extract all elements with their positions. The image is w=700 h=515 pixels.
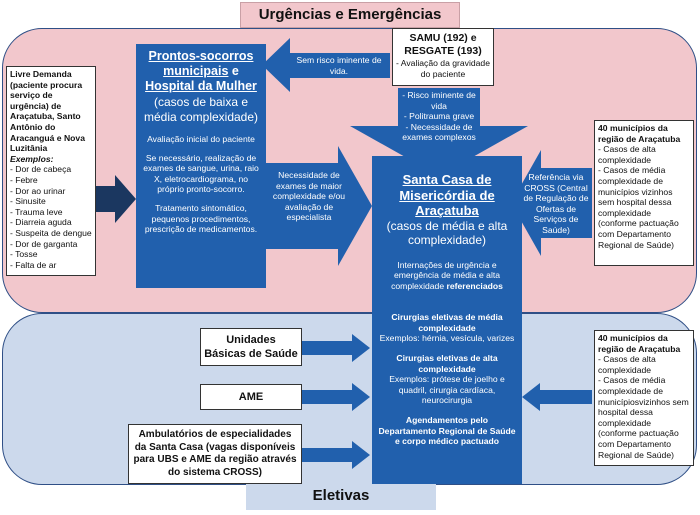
ubs-box: Unidades Básicas de Saúde xyxy=(200,328,302,366)
agendamentos: Agendamentos pelo Departamento Regional … xyxy=(378,415,516,447)
ame-box: AME xyxy=(200,384,302,410)
list-item: Casos de média complexidade de município… xyxy=(598,375,690,460)
samu-box: SAMU (192) e RESGATE (193) - Avaliação d… xyxy=(392,28,494,86)
list-item: Casos de média complexidade de município… xyxy=(598,165,690,250)
arrow-cross xyxy=(511,150,592,256)
pronto-socorros-p2: Se necessário, realização de exames de s… xyxy=(143,152,259,195)
livre-demanda-header: Livre Demanda (paciente procura serviço … xyxy=(10,69,85,154)
urgencias-title: Urgências e Emergências xyxy=(240,2,460,28)
arrow-sem-risco xyxy=(262,38,390,92)
pronto-socorros-title: Prontos-socorros municipais xyxy=(148,49,254,78)
arrow-risco xyxy=(350,88,528,176)
list-item: Falta de ar xyxy=(10,260,92,271)
label-necessidade: Necessidade de exames de maior complexid… xyxy=(272,170,346,223)
livre-demanda-list: Dor de cabeça Febre Dor ao urinar Sinusi… xyxy=(10,164,92,270)
cirurgias-media-title: Cirurgias eletivas de média complexidade xyxy=(391,312,503,333)
list-item: Dor de cabeça xyxy=(10,164,92,175)
arrow-ambulatorios xyxy=(302,441,370,469)
list-item: Dor ao urinar xyxy=(10,186,92,197)
title-connector: e xyxy=(228,64,239,78)
municipios-bottom-header: 40 municípios da região de Araçatuba xyxy=(598,333,681,354)
municipios-top-header: 40 municípios da região de Araçatuba xyxy=(598,123,681,144)
list-item: Casos de alta complexidade xyxy=(598,144,690,165)
municipios-bottom-box: 40 municípios da região de Araçatuba Cas… xyxy=(594,330,694,466)
label-sem-risco: Sem risco iminente de vida. xyxy=(296,55,382,76)
ambulatorios-box: Ambulatórios de especialidades da Santa … xyxy=(128,424,302,484)
municipios-top-list: Casos de alta complexidade Casos de médi… xyxy=(598,144,690,250)
label-risco: - Risco iminente de vida - Politrauma gr… xyxy=(402,90,476,143)
list-item: Trauma leve xyxy=(10,207,92,218)
municipios-top-box: 40 municípios da região de Araçatuba Cas… xyxy=(594,120,694,266)
arrow-municipios-bottom xyxy=(522,383,592,411)
eletivas-title: Eletivas xyxy=(246,482,436,510)
cirurgias-media-exemplos: Exemplos: hérnia, vesícula, varizes xyxy=(379,333,515,344)
pronto-socorros-p1: Avaliação inicial do paciente xyxy=(147,134,255,144)
arrow-necessidade xyxy=(266,146,372,266)
arrow-livre-demanda xyxy=(94,175,136,223)
samu-sub: - Avaliação da gravidade do paciente xyxy=(396,58,490,79)
list-item: Sinusite xyxy=(10,196,92,207)
list-item: Tosse xyxy=(10,249,92,260)
list-item: Casos de alta complexidade xyxy=(598,354,690,375)
santa-casa-box: Santa Casa de Misericórdia de Araçatuba … xyxy=(372,156,522,484)
santa-casa-title: Santa Casa de Misericórdia de Araçatuba xyxy=(399,172,495,218)
pronto-socorros-subtitle: (casos de baixa e média complexidade) xyxy=(143,95,259,124)
exemplos-label: Exemplos: xyxy=(10,153,54,164)
list-item: Febre xyxy=(10,175,92,186)
list-item: Dor de garganta xyxy=(10,239,92,250)
santa-casa-internacoes: Internações de urgência e emergência de … xyxy=(391,259,503,291)
municipios-bottom-list: Casos de alta complexidade Casos de médi… xyxy=(598,354,690,460)
cirurgias-alta-title: Cirurgias eletivas de alta complexidade xyxy=(396,353,498,374)
hospital-mulher-title: Hospital da Mulher xyxy=(145,79,257,93)
label-cross: Referência via CROSS (Central de Regulaç… xyxy=(523,172,589,235)
samu-title: SAMU (192) e RESGATE (193) xyxy=(404,32,482,57)
list-item: Diarreia aguda xyxy=(10,217,92,228)
list-item: Suspeita de dengue xyxy=(10,228,92,239)
santa-casa-subtitle: (casos de média e alta complexidade) xyxy=(386,218,508,248)
arrow-ubs xyxy=(302,334,370,362)
livre-demanda-box: Livre Demanda (paciente procura serviço … xyxy=(6,66,96,276)
pronto-socorros-box: Prontos-socorros municipais e Hospital d… xyxy=(136,44,266,288)
cirurgias-alta-exemplos: Exemplos: prótese de joelho e quadril, c… xyxy=(389,374,505,406)
arrow-ame xyxy=(302,383,370,411)
pronto-socorros-p3: Tratamento sintomático, pequenos procedi… xyxy=(144,202,258,235)
